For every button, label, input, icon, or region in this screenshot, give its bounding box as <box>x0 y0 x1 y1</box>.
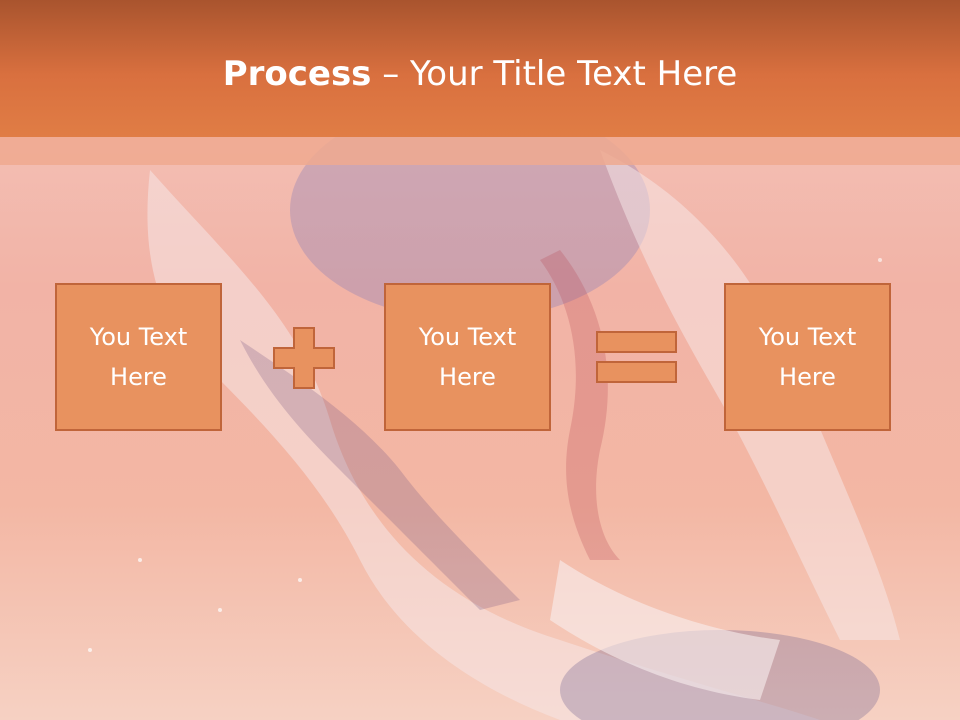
title-rest: – Your Title Text Here <box>371 54 738 94</box>
title-bold: Process <box>222 54 372 94</box>
header-strip <box>0 137 960 165</box>
text-box-3-label: You Text Here <box>758 323 857 391</box>
plus-icon <box>273 327 335 389</box>
text-box-3[interactable]: You Text Here <box>724 283 891 431</box>
text-box-2[interactable]: You Text Here <box>384 283 551 431</box>
equals-icon <box>596 331 677 383</box>
slide-title: Process – Your Title Text Here <box>0 52 960 96</box>
text-box-1-label: You Text Here <box>89 323 188 391</box>
header-band <box>0 0 960 137</box>
text-box-2-label: You Text Here <box>418 323 517 391</box>
text-box-1[interactable]: You Text Here <box>55 283 222 431</box>
